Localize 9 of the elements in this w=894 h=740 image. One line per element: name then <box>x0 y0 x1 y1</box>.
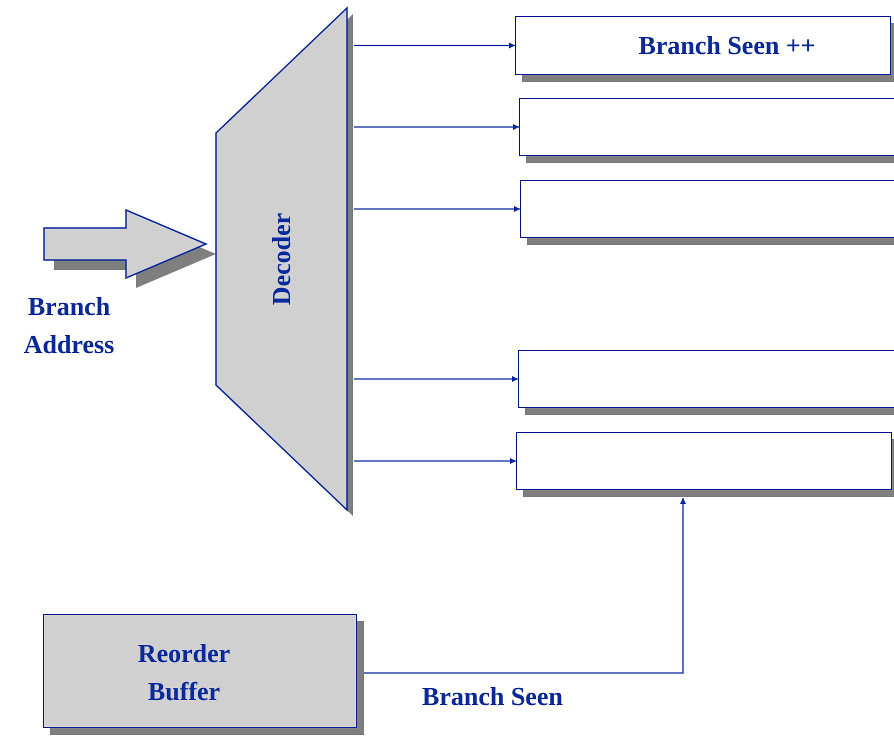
box-label: Branch Seen ++ <box>638 32 816 58</box>
arrow <box>354 206 520 212</box>
arrow <box>354 124 519 130</box>
arrow <box>354 458 516 464</box>
box-label: Reorder Buffer <box>136 638 232 708</box>
input-label: Branch Address <box>22 291 116 361</box>
arrow <box>354 376 518 382</box>
arrow <box>354 42 515 48</box>
decoder-label: Decoder <box>268 212 294 306</box>
